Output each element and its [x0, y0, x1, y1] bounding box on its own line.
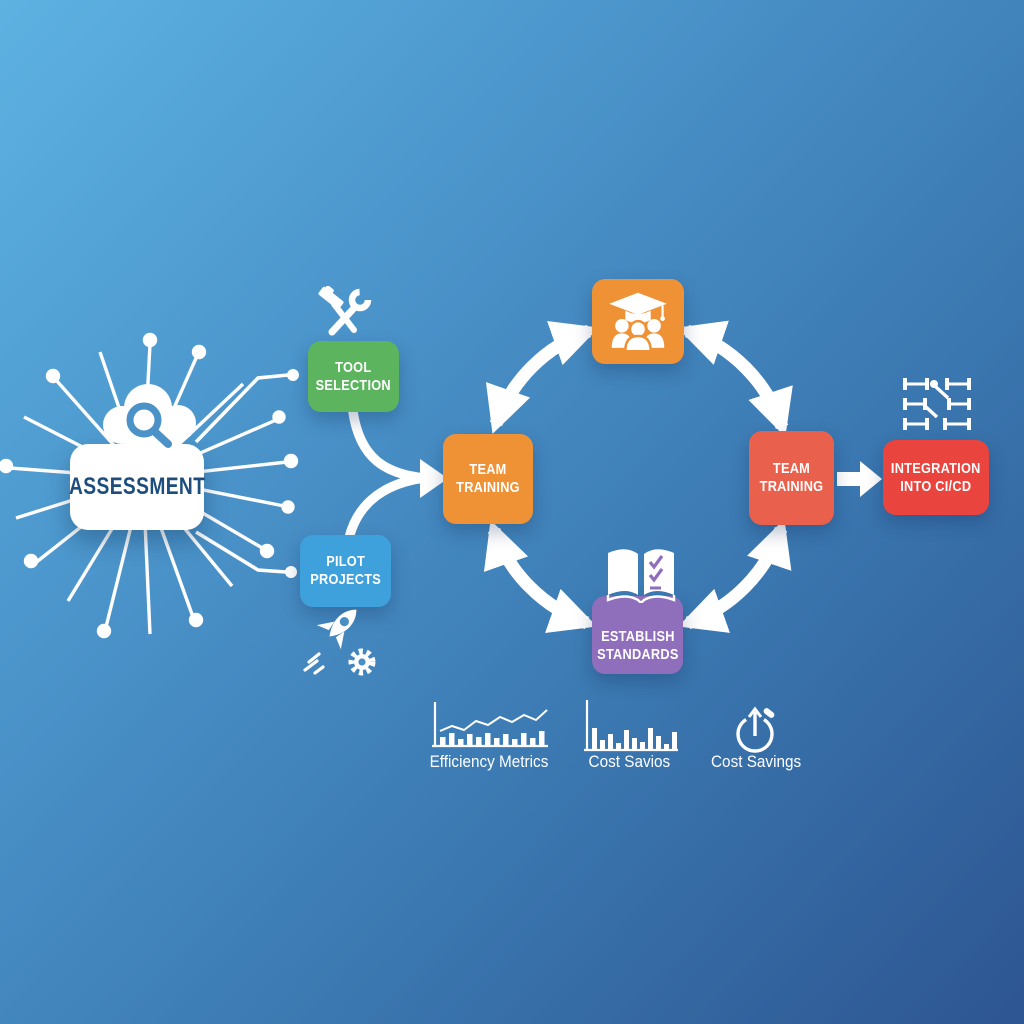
tool-selection-label: TOOL SELECTION [315, 358, 392, 394]
integration-arrow [837, 461, 882, 497]
assessment-node: ASSESSMENT [69, 444, 205, 530]
cloud-search-icon [92, 378, 210, 455]
pipeline-icon [903, 372, 973, 443]
assessment-elbow-connectors [194, 373, 289, 574]
rocket-gear-icon [296, 600, 388, 683]
tool-selection-node: TOOL SELECTION [308, 341, 399, 412]
bar-line-chart-icon [430, 698, 550, 759]
team-training-right-label: TEAM TRAINING [759, 460, 824, 495]
bar-chart-icon [582, 696, 682, 763]
pilot-projects-label: PILOT PROJECTS [310, 553, 381, 588]
team-training-right-node: TEAM TRAINING [749, 431, 834, 525]
pilot-projects-node: PILOT PROJECTS [300, 535, 391, 607]
metric-label: Efficiency Metrics [429, 752, 549, 771]
gauge-arrow-up-icon [724, 696, 786, 765]
merge-arrows [344, 407, 429, 543]
hammer-wrench-icon [312, 285, 378, 347]
cycle-arrows [483, 320, 793, 634]
graduation-cap-people-icon [609, 292, 667, 352]
metric-label: Cost Savings [710, 752, 802, 771]
metric-label: Cost Savios [588, 752, 670, 771]
team-training-left-label: TEAM TRAINING [456, 461, 520, 496]
merge-arrowhead [420, 459, 448, 498]
assessment-label: ASSESSMENT [68, 472, 206, 500]
integration-cicd-node: INTEGRATION INTO CI/CD [883, 440, 989, 515]
connector-dot [287, 369, 299, 381]
connector-dot [285, 566, 297, 578]
education-node [592, 279, 684, 364]
establish-standards-node: ESTABLISH STANDARDS [592, 596, 683, 674]
team-training-left-node: TEAM TRAINING [443, 434, 533, 524]
establish-standards-label: ESTABLISH STANDARDS [596, 628, 679, 663]
integration-cicd-label: INTEGRATION INTO CI/CD [891, 459, 981, 495]
open-book-checklist-icon [600, 545, 682, 608]
